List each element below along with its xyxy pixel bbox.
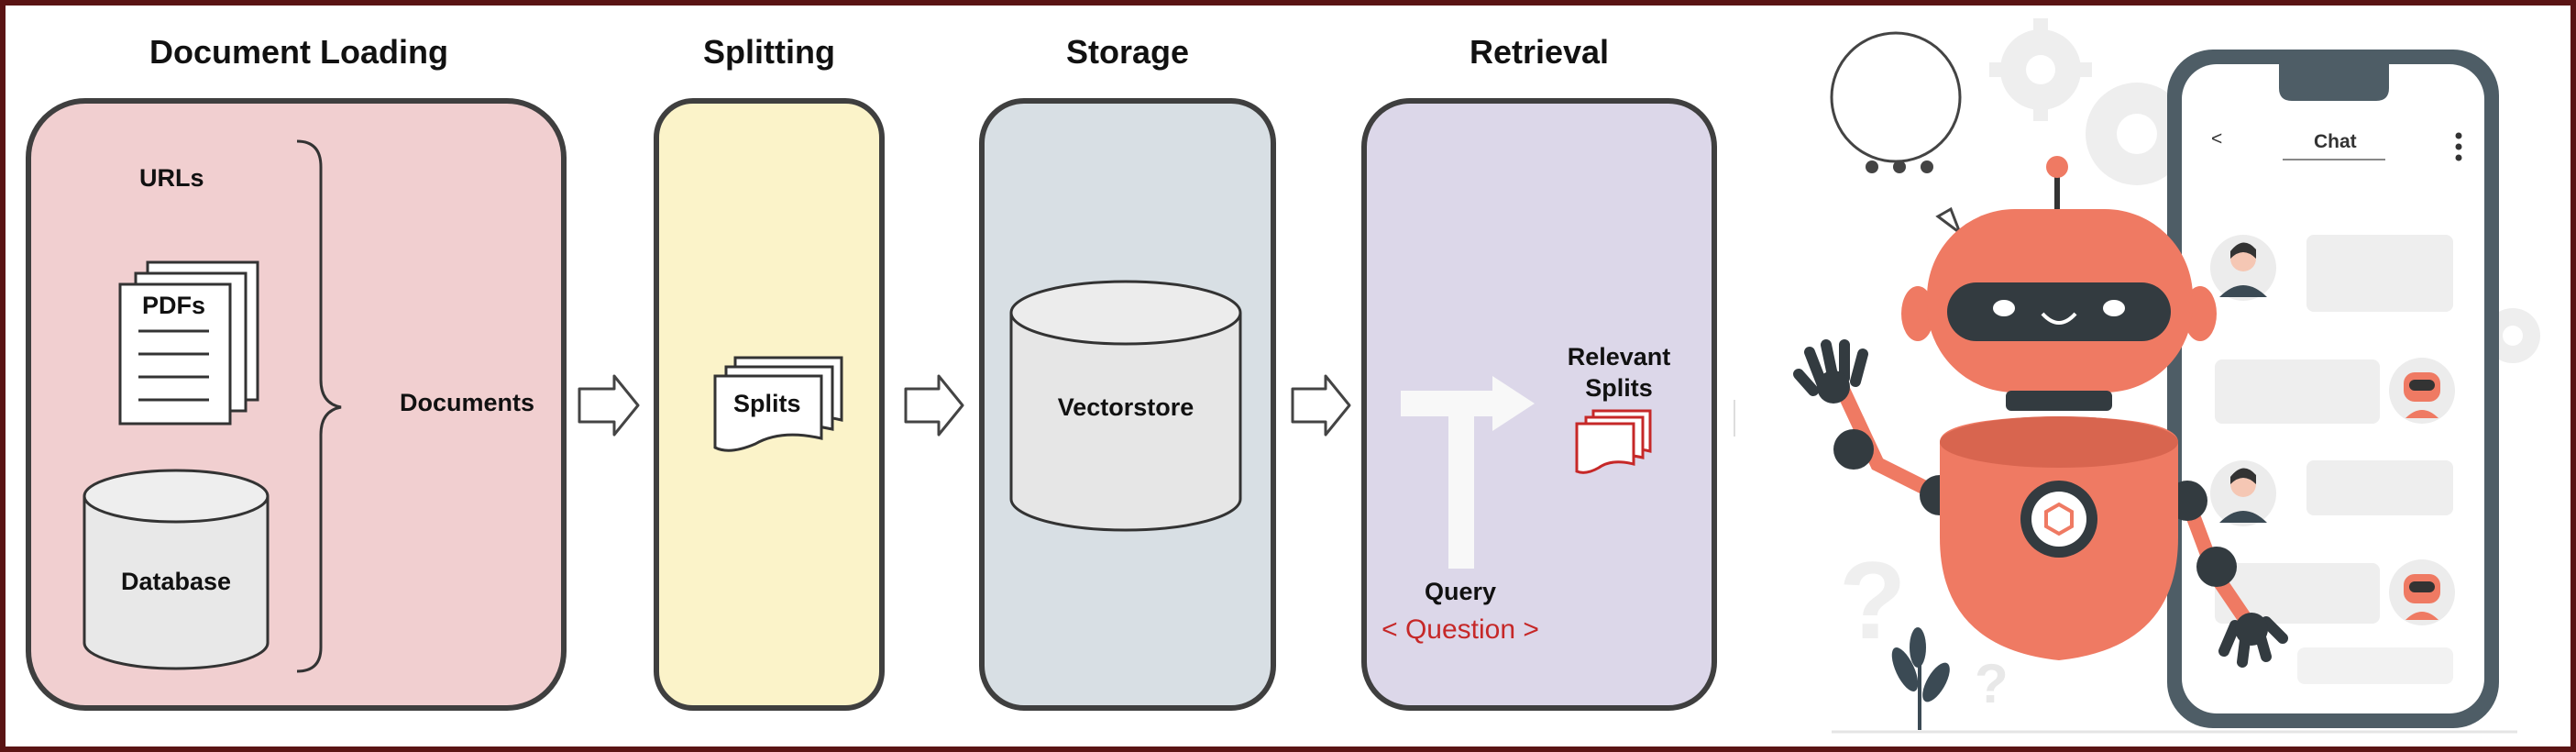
documents-label: Documents [400,389,535,416]
database-icon [83,469,270,670]
stage-title-document-loading: Document Loading [149,33,448,71]
question-mark-decoration: ? [1839,539,1906,662]
relevant-splits-label-line1: Relevant [1567,343,1671,370]
stage-title-splitting: Splitting [703,33,835,71]
vectorstore-label: Vectorstore [1057,393,1194,421]
relevant-splits-label-line2: Splits [1585,374,1653,402]
phone-icon [2167,50,2499,728]
question-label: < Question > [1382,614,1539,645]
diagram-graphics: ? ? [26,18,2540,734]
arrow-loading-to-splitting-icon [578,374,640,437]
stage-title-retrieval: Retrieval [1469,33,1610,71]
stage-title-storage: Storage [1065,33,1190,71]
splits-stack-icon [713,356,843,452]
vectorstore-icon [1009,280,1242,532]
relevant-splits-icon [1575,409,1652,474]
gear-icon [1989,18,2092,121]
source-label-pdfs: PDFs [142,292,206,319]
pdf-documents-icon [118,260,259,426]
arrow-storage-to-retrieval-icon [1291,374,1351,437]
arrow-splitting-to-storage-icon [904,374,964,437]
large-gear-icon [2086,83,2188,185]
small-question-mark-decoration: ? [1975,653,2009,714]
query-label: Query [1424,578,1497,605]
speech-bubble-icon [1830,31,1964,238]
chat-back-icon[interactable]: < [2211,128,2223,149]
plant-icon [1891,627,1950,730]
robot-mascot-icon [1793,156,2288,668]
query-retrieval-arrow-icon [1401,376,1535,569]
source-label-database: Database [120,568,232,595]
chat-title: Chat [2314,131,2357,152]
source-label-urls: URLs [139,164,204,192]
splits-label: Splits [733,390,801,417]
brace-icon [296,139,342,673]
